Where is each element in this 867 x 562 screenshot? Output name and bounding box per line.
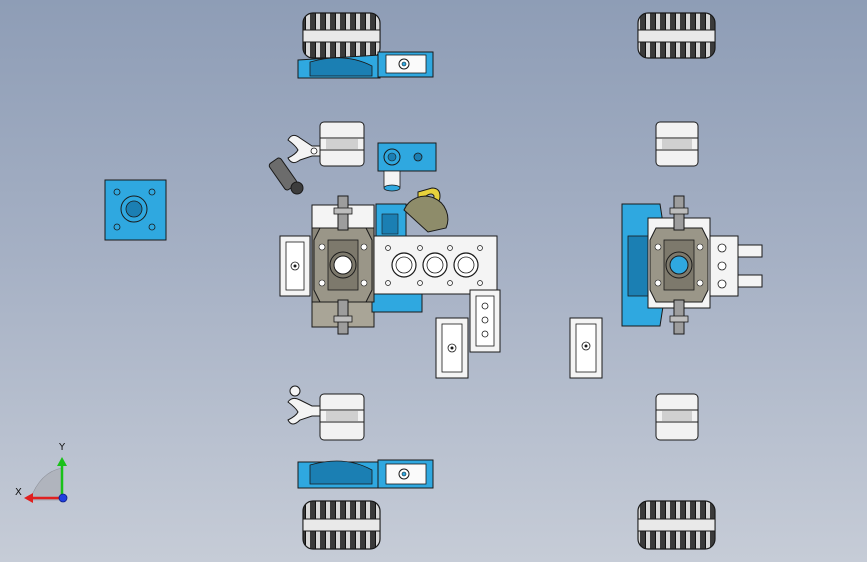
steering-arm-bottom[interactable] <box>297 459 434 489</box>
white-beam-vertical-a[interactable] <box>469 289 501 353</box>
coordinate-triad-icon <box>24 457 68 503</box>
blue-plate-2x2[interactable] <box>104 179 167 241</box>
tire-rear-left[interactable] <box>302 500 381 550</box>
axis-x-label: X <box>15 487 22 498</box>
left-chassis-assembly[interactable] <box>279 195 498 335</box>
tire-front-right[interactable] <box>637 12 716 59</box>
hub-left-bottom[interactable] <box>319 393 365 441</box>
steering-arm-top[interactable] <box>297 51 434 79</box>
beam-holes <box>385 245 483 286</box>
hub-left-top[interactable] <box>319 121 365 167</box>
hub-right-top[interactable] <box>655 121 699 167</box>
white-beam-vertical-b[interactable] <box>435 317 469 379</box>
clip-connector-top[interactable] <box>287 134 321 164</box>
hub-right-bottom[interactable] <box>655 393 699 441</box>
axis-y-label: Y <box>59 442 66 453</box>
tire-front-left[interactable] <box>302 12 381 59</box>
clip-connector-bottom[interactable] <box>287 385 321 425</box>
tire-rear-right[interactable] <box>637 500 716 550</box>
right-chassis-assembly[interactable] <box>621 195 763 335</box>
gray-pin-connector[interactable] <box>268 157 304 195</box>
blue-brick-1x2[interactable] <box>377 142 437 192</box>
white-beam-loose[interactable] <box>569 317 603 379</box>
